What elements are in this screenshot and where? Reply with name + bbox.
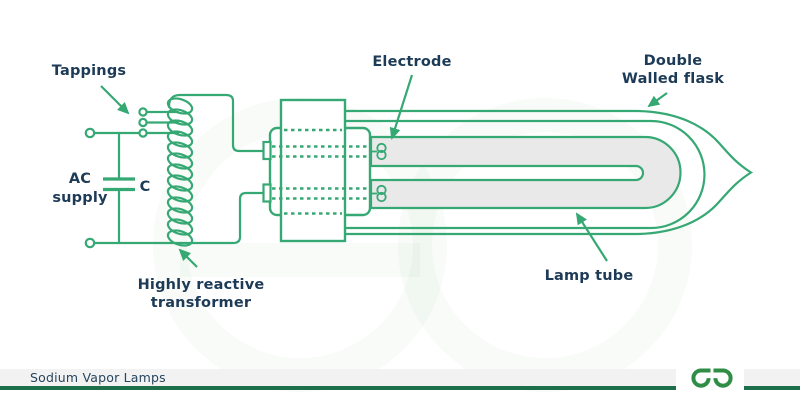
label-transformer-line2: transformer <box>150 294 252 311</box>
capacitor <box>103 177 135 192</box>
flask-outer-wall <box>345 109 754 236</box>
electrode-coil-top <box>372 142 387 161</box>
lamp-tube-arrow <box>575 212 608 262</box>
tapping-point-2 <box>138 117 148 128</box>
label-electrode: Electrode <box>372 54 452 70</box>
ac-terminal-bottom <box>84 237 96 249</box>
footer-rule <box>0 386 800 390</box>
label-ac-supply: AC supply <box>52 170 107 208</box>
label-flask-line1: Double <box>643 53 703 69</box>
label-ac-supply-line2: supply <box>52 190 108 206</box>
flask-arrow <box>647 92 668 108</box>
logo-right-g <box>713 368 733 388</box>
flask-inner-wall <box>345 119 706 230</box>
label-transformer: Highly reactive transformer <box>138 277 265 312</box>
electrode-coil-bottom <box>372 184 387 203</box>
logo-left-g <box>691 368 711 388</box>
annotation-arrows <box>100 74 668 268</box>
transformer-arrow <box>178 248 198 268</box>
label-lamp-tube: Lamp tube <box>544 268 634 284</box>
coil-to-base-wire <box>167 93 265 153</box>
label-flask-line2: Walled flask <box>621 71 725 87</box>
transformer-coil <box>166 97 194 247</box>
footer-title: Sodium Vapor Lamps <box>30 370 166 385</box>
electrode-arrow <box>389 74 414 140</box>
double-walled-flask <box>345 109 754 236</box>
footer-band <box>0 369 800 386</box>
lamp-tube <box>369 135 682 210</box>
base-contact-pin-bottom <box>262 183 272 203</box>
base-hidden-edges <box>272 128 368 215</box>
bottom-wire <box>92 191 265 245</box>
circuit-wires <box>92 93 265 245</box>
terminals <box>84 107 148 249</box>
label-double-walled-flask: Double Walled flask <box>622 52 724 88</box>
label-ac-supply-line1: AC <box>68 171 92 187</box>
base-outer-block <box>279 98 347 243</box>
tapping-point-1 <box>138 107 148 117</box>
base-contact-pin-top <box>262 140 272 161</box>
label-capacitor: C <box>139 179 151 195</box>
label-tappings: Tappings <box>51 63 127 79</box>
tapping-point-3 <box>138 128 148 138</box>
tappings-arrow <box>100 85 130 115</box>
label-transformer-line1: Highly reactive <box>137 277 265 293</box>
geeksforgeeks-logo <box>691 368 733 388</box>
ac-terminal-top <box>84 127 96 139</box>
